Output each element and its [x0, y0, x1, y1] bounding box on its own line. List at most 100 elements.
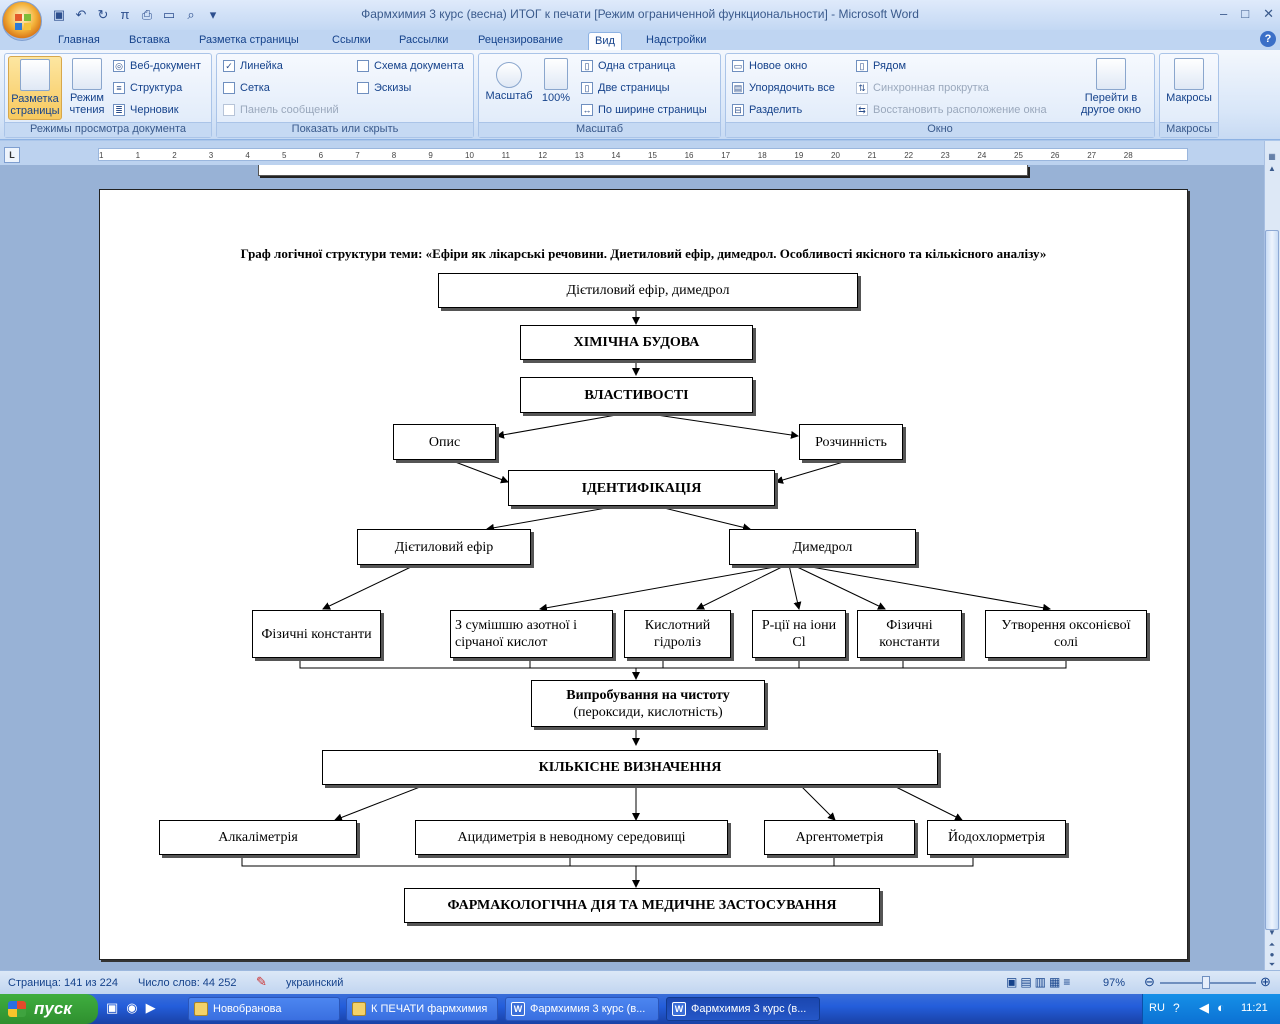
redo-icon[interactable]: ↻: [97, 7, 109, 22]
zoom-in-icon[interactable]: ⊕: [1260, 974, 1271, 989]
group-zoom: Масштаб 100% ▯Одна страница ▯Две страниц…: [478, 53, 721, 138]
page-width-button[interactable]: ↔По ширине страницы: [581, 104, 707, 116]
pharmacology-box: ФАРМАКОЛОГІЧНА ДІЯ ТА МЕДИЧНЕ ЗАСТОСУВАН…: [404, 888, 880, 923]
ruler-checkbox[interactable]: ✓Линейка: [223, 57, 283, 75]
web-layout-icon: ◎: [113, 60, 125, 72]
word-icon: W: [672, 1002, 686, 1016]
help-tray-icon[interactable]: ?: [1173, 1001, 1180, 1015]
new-document-icon[interactable]: ▭: [162, 7, 176, 22]
tab-selector-button[interactable]: L: [4, 147, 20, 163]
tab-mailings[interactable]: Рассылки: [399, 34, 449, 46]
tab-review[interactable]: Рецензирование: [478, 34, 563, 46]
scrollbar-thumb[interactable]: [1265, 230, 1279, 930]
page-100-icon: [544, 58, 568, 90]
sync-scroll-icon: ⇅: [856, 82, 868, 94]
structure-box: ХІМІЧНА БУДОВА: [520, 325, 753, 360]
purity-test-box: Випробування на чистоту (пероксиди, кисл…: [531, 680, 765, 727]
alkalimetry-box: Алкаліметрія: [159, 820, 357, 855]
zoom-out-icon[interactable]: ⊖: [1144, 974, 1155, 989]
ruler-tick: 19: [794, 151, 804, 160]
next-page-icon[interactable]: ⏷: [1268, 960, 1276, 969]
start-button[interactable]: пуск: [0, 994, 98, 1024]
outline-button[interactable]: ≡Структура: [113, 79, 182, 97]
zoom-slider-thumb[interactable]: [1202, 976, 1211, 989]
status-bar: Страница: 141 из 224 Число слов: 44 252 …: [0, 970, 1280, 994]
page-counter[interactable]: Страница: 141 из 224: [8, 977, 118, 989]
browse-object-icon[interactable]: ●: [1269, 950, 1275, 959]
grid-checkbox[interactable]: Сетка: [223, 79, 270, 97]
zoom-button[interactable]: Масштаб: [481, 56, 537, 120]
reset-window-button: ⇆Восстановить расположение окна: [856, 101, 1047, 119]
help-icon[interactable]: ?: [1260, 31, 1276, 47]
tray-app-icon[interactable]: ◐: [1217, 1000, 1225, 1015]
spellcheck-icon[interactable]: ✎: [256, 974, 267, 989]
group-title: Режимы просмотра документа: [5, 122, 211, 137]
taskbar-button-folder-2[interactable]: К ПЕЧАТИ фармхимия: [346, 997, 498, 1021]
pi-icon[interactable]: π: [120, 7, 130, 22]
ruler-tick: 24: [977, 151, 987, 160]
zoom-level[interactable]: 97%: [1103, 977, 1126, 989]
ruler-toggle-icon[interactable]: ▦: [1268, 152, 1276, 161]
ruler-tick: 16: [684, 151, 694, 160]
group-title: Макросы: [1160, 122, 1218, 137]
acidimetry-box: Ацидиметрія в неводному середовищі: [415, 820, 728, 855]
split-button[interactable]: ⊟Разделить: [732, 101, 802, 119]
close-button[interactable]: ✕: [1263, 6, 1274, 21]
diagram-title: Граф логічної структури теми: «Ефіри як …: [240, 246, 1047, 261]
word-counter[interactable]: Число слов: 44 252: [138, 977, 237, 989]
print-icon[interactable]: ⎙: [141, 7, 153, 22]
zoom-100-button[interactable]: 100%: [537, 56, 575, 120]
ruler-tick: 9: [428, 151, 433, 160]
switch-windows-button[interactable]: Перейти в другое окно: [1070, 56, 1152, 120]
scroll-up-icon[interactable]: ▲: [1268, 164, 1276, 173]
tab-view[interactable]: Вид: [588, 32, 622, 50]
reset-window-icon: ⇆: [856, 104, 868, 116]
maximize-button[interactable]: □: [1241, 6, 1250, 21]
undo-icon[interactable]: ↶: [75, 7, 87, 22]
group-macros: Макросы Макросы: [1159, 53, 1219, 138]
language-indicator[interactable]: украинский: [286, 977, 344, 989]
back-icon[interactable]: ◀: [1199, 1000, 1209, 1015]
ruler-tick: 26: [1050, 151, 1060, 160]
chloride-reaction-box: Р-ції на іони Cl: [752, 610, 846, 658]
group-document-views: Разметка страницы Режим чтения ◎Веб-доку…: [4, 53, 212, 138]
macros-button[interactable]: Макросы: [1162, 56, 1216, 120]
reading-mode-button[interactable]: Режим чтения: [65, 56, 109, 120]
tab-home[interactable]: Главная: [58, 34, 100, 46]
customize-dropdown-icon[interactable]: ▾: [209, 7, 217, 22]
page-width-icon: ↔: [581, 104, 593, 116]
browser-icon[interactable]: ◉: [126, 1000, 138, 1015]
desktop-icon[interactable]: ▣: [106, 1000, 119, 1015]
minimize-button[interactable]: –: [1220, 6, 1228, 21]
thumbnails-checkbox[interactable]: Эскизы: [357, 79, 411, 97]
view-buttons[interactable]: ▣▤▥▦≡: [1006, 975, 1074, 989]
scroll-down-icon[interactable]: ▼: [1268, 928, 1276, 937]
tab-page-layout[interactable]: Разметка страницы: [199, 34, 299, 46]
print-preview-icon[interactable]: ⌕: [187, 7, 195, 22]
language-bar[interactable]: RU: [1149, 1002, 1165, 1014]
web-layout-button[interactable]: ◎Веб-документ: [113, 57, 201, 75]
taskbar-button-folder[interactable]: Новобранова: [188, 997, 340, 1021]
one-page-button[interactable]: ▯Одна страница: [581, 57, 675, 75]
draft-button[interactable]: ≣Черновик: [113, 101, 179, 119]
print-layout-button[interactable]: Разметка страницы: [8, 56, 62, 120]
tab-insert[interactable]: Вставка: [129, 34, 170, 46]
ruler-tick: 12: [538, 151, 548, 160]
tab-addins[interactable]: Надстройки: [646, 34, 707, 46]
media-player-icon[interactable]: ▶: [145, 1000, 156, 1015]
office-button[interactable]: [2, 1, 42, 41]
previous-page-icon[interactable]: ⏶: [1268, 940, 1276, 949]
group-show-hide: ✓Линейка Сетка Панель сообщений Схема до…: [216, 53, 474, 138]
side-by-side-button[interactable]: ▯Рядом: [856, 57, 906, 75]
ruler-tick: 21: [867, 151, 877, 160]
arrange-all-button[interactable]: ▤Упорядочить все: [732, 82, 835, 94]
document-map-checkbox[interactable]: Схема документа: [357, 57, 464, 75]
new-window-button[interactable]: ▭Новое окно: [732, 60, 808, 72]
outline-icon: ≡: [113, 82, 125, 94]
tab-references[interactable]: Ссылки: [332, 34, 371, 46]
save-icon[interactable]: ▣: [52, 7, 66, 22]
two-pages-button[interactable]: ▯Две страницы: [581, 79, 670, 97]
